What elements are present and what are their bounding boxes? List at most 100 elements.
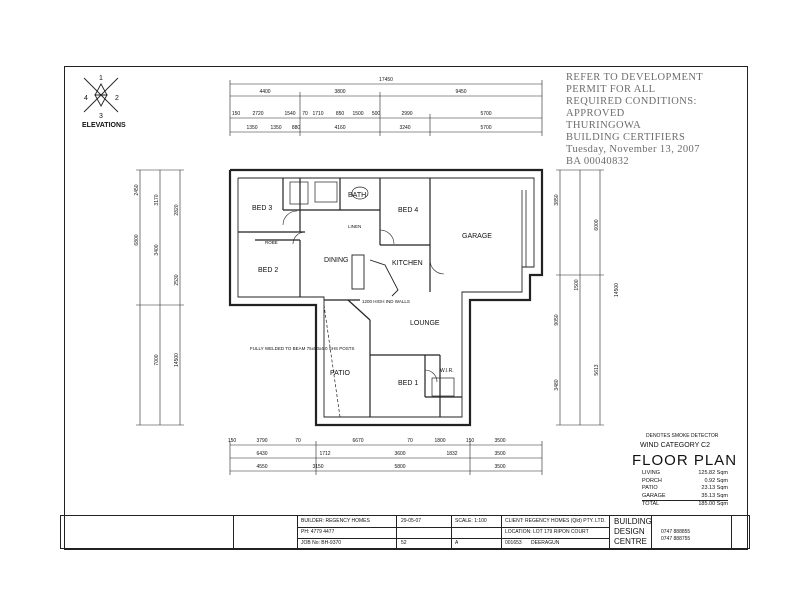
outer-walls — [228, 168, 544, 427]
wall-note: 1200 HIGH IND WALLS — [362, 299, 410, 304]
room-linen: LINEN — [348, 224, 361, 229]
smoke-detector-note: DENOTES SMOKE DETECTOR — [646, 433, 719, 439]
area-label: GARAGE — [642, 492, 666, 499]
date-cell: 29-05-07 — [401, 518, 422, 524]
dim-left: 2450 — [134, 184, 140, 195]
room-patio: PATIO — [330, 370, 351, 377]
client-label: CLIENT: — [505, 518, 524, 524]
area-row: GARAGE 35.13 Sqm — [642, 493, 728, 501]
patio-post-note: FULLY WELDED TO BEAM 75x50x4.0 SHS POSTS — [250, 346, 354, 351]
job-label: JOB No: — [301, 540, 320, 546]
area-label: LIVING — [642, 470, 661, 476]
dim-right: 1500 — [574, 279, 580, 290]
dim-bottom: 6430 — [256, 451, 267, 457]
dim-right: 14500 — [614, 283, 620, 297]
dim-bottom: 150 — [228, 438, 237, 444]
room-garage: GARAGE — [462, 233, 492, 240]
dim-top: 1350 — [270, 125, 281, 131]
client-name: REGENCY HOMES (Qld) PTY. LTD. — [525, 518, 606, 524]
room-bed1: BED 1 — [398, 380, 418, 387]
dim-bottom: 5800 — [394, 464, 405, 470]
dim-top: 1350 — [246, 125, 257, 131]
builder-name: REGENCY HOMES — [325, 518, 370, 524]
suburb-cell: DEERAGUN — [531, 540, 560, 546]
phone-number: 4779 4477 — [310, 529, 335, 535]
location-value: LOT 179 RIPON COURT — [532, 529, 589, 535]
area-total-value: 185.00 Sqm — [698, 501, 728, 507]
dim-top: 4400 — [259, 89, 270, 95]
phone-label: PH: — [301, 529, 310, 535]
title-block: BUILDER: REGENCY HOMES PH: 4779 4477 JOB… — [60, 515, 750, 549]
dim-right: 5613 — [594, 364, 600, 375]
job-cell: JOB No: BH-9370 — [301, 540, 341, 546]
dim-left: 3170 — [154, 194, 160, 205]
area-value: 23.13 Sqm — [701, 485, 728, 491]
compass-2: 2 — [115, 95, 119, 102]
dim-bottom: 1800 — [434, 438, 445, 444]
dim-top: 4160 — [334, 125, 345, 131]
location-cell: LOCATION: LOT 179 RIPON COURT — [505, 529, 589, 535]
door-swings — [282, 210, 445, 383]
dim-overall: 17450 — [379, 77, 393, 83]
sheet-cell: 52 — [401, 540, 407, 546]
stamp-line: REFER TO DEVELOPMENT — [566, 72, 704, 83]
dim-bottom: 1832 — [446, 451, 457, 457]
dim-top: 500 — [372, 111, 381, 117]
dim-top: 70 — [302, 111, 308, 117]
dim-bottom: 1712 — [319, 451, 330, 457]
dim-right: 3850 — [554, 194, 560, 205]
sheet-border — [64, 66, 748, 550]
builder-cell: BUILDER: REGENCY HOMES — [301, 518, 370, 524]
client-cell: CLIENT: REGENCY HOMES (Qld) PTY. LTD. — [505, 518, 606, 524]
scale-cell: SCALE: 1:100 — [455, 518, 487, 524]
rev-cell: A — [455, 540, 459, 546]
area-value: 35.13 Sqm — [701, 492, 728, 499]
bath-fixtures — [289, 181, 455, 397]
dim-top: 880 — [292, 125, 301, 131]
dim-bottom: 3500 — [494, 451, 505, 457]
location-label: LOCATION: — [505, 529, 532, 535]
dim-bottom: 4550 — [256, 464, 267, 470]
room-kitchen: KITCHEN — [392, 260, 423, 267]
company-line2: DESIGN — [614, 527, 645, 536]
dim-top: 3800 — [334, 89, 345, 95]
job-number: BH-9370 — [321, 540, 342, 546]
scale-label: SCALE: — [455, 518, 473, 524]
company-fax: 0747 888755 — [661, 536, 691, 542]
dim-top: 9450 — [455, 89, 466, 95]
room-wir: W.I.R. — [440, 368, 454, 374]
dim-top: 3240 — [399, 125, 410, 131]
elevations-label: ELEVATIONS — [82, 122, 126, 129]
company-line1: BUILDING — [614, 517, 652, 526]
dim-top: 5700 — [480, 111, 491, 117]
stamp-line: BA 00040832 — [566, 156, 630, 167]
compass-1: 1 — [99, 75, 103, 82]
wind-category: WIND CATEGORY C2 — [640, 442, 711, 449]
dim-right: 3480 — [554, 379, 560, 390]
dim-left: 2820 — [174, 204, 180, 215]
stamp-line: REQUIRED CONDITIONS: — [566, 96, 697, 107]
patio-outline — [323, 304, 341, 418]
dimension-lines — [136, 80, 604, 475]
dim-left: 6800 — [134, 234, 140, 245]
area-value: 125.82 Sqm — [698, 470, 728, 476]
stamp-line: Tuesday, November 13, 2007 — [566, 144, 700, 155]
area-row: LIVING 125.82 Sqm — [642, 470, 728, 478]
dim-left: 3400 — [154, 244, 160, 255]
room-robe: ROBE — [265, 240, 278, 245]
dim-top: 5700 — [480, 125, 491, 131]
dim-bottom: 70 — [407, 438, 413, 444]
dim-bottom: 3790 — [256, 438, 267, 444]
kitchen-bench — [351, 254, 399, 297]
dim-left: 7000 — [154, 354, 160, 365]
dim-top: 1710 — [312, 111, 323, 117]
dim-bottom: 3600 — [394, 451, 405, 457]
floor-plan-title: FLOOR PLAN — [632, 452, 738, 469]
room-dining: DINING — [324, 257, 349, 264]
company-line3: CENTRE — [614, 537, 647, 546]
room-bed2: BED 2 — [258, 267, 278, 274]
